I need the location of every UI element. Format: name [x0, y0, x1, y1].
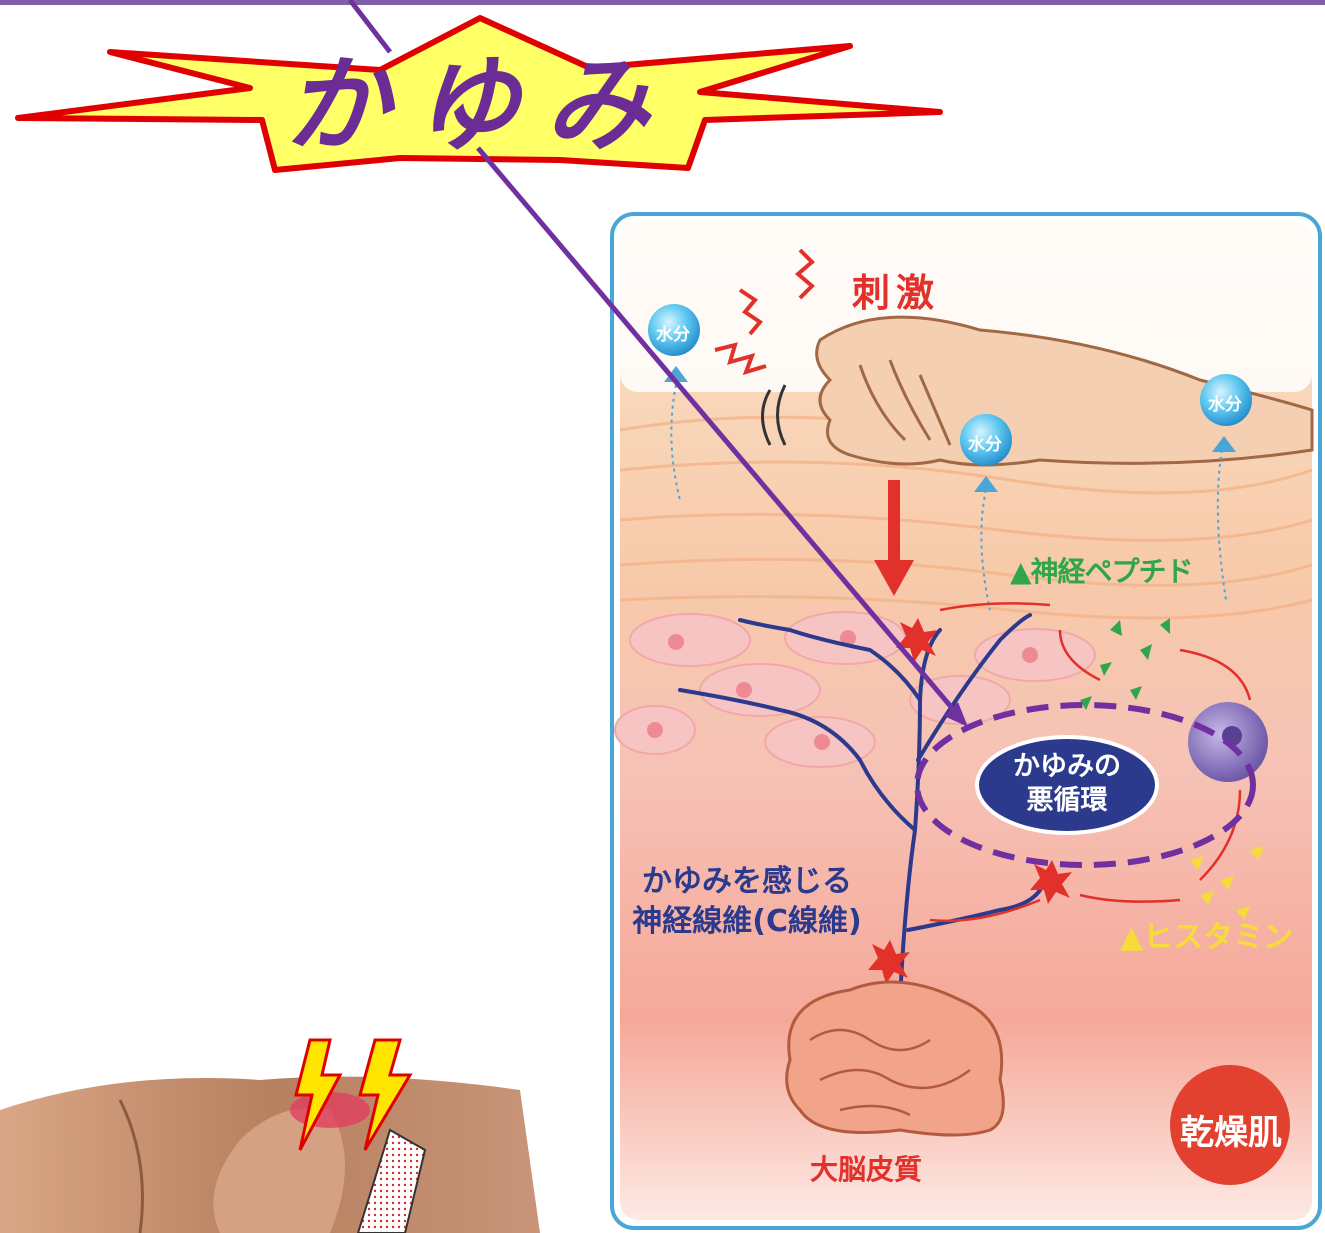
vicious-cycle-line1: かゆみの: [1013, 751, 1121, 782]
stimulus-label: 刺激: [852, 271, 941, 315]
vicious-cycle-label: かゆみの 悪循環: [978, 750, 1156, 818]
histamine-label: ▲ヒスタミン: [1120, 920, 1294, 955]
vicious-cycle-line2: 悪循環: [1026, 785, 1108, 816]
water-label: 水分: [656, 325, 690, 345]
neuropeptide-label: ▲神経ペプチド: [1010, 555, 1194, 588]
cerebral-cortex-label: 大脳皮質: [810, 1153, 923, 1186]
water-label: 水分: [968, 435, 1002, 455]
itch-starburst: [15, 15, 943, 173]
dry-skin-label: 乾燥肌: [1180, 1113, 1282, 1153]
water-label: 水分: [1208, 395, 1242, 415]
pointer-arrow: [476, 146, 960, 717]
scratching-hand-icon: [815, 315, 1314, 467]
brain-icon: [785, 980, 1005, 1137]
skin-diagram-panel: [610, 212, 1322, 1230]
itchy-leg-photo: [0, 1038, 540, 1233]
top-rule: [0, 0, 1325, 5]
itch-title: かゆみ: [284, 42, 675, 166]
nerve-fiber-line2: 神経線維(C線維): [632, 904, 862, 939]
pointer-line: [348, 0, 392, 54]
lightning-icon: [294, 1038, 413, 1151]
cycle-highlight: [914, 702, 1256, 868]
nerve-fiber-line1: かゆみを感じる: [642, 864, 852, 899]
nerve-fiber-label: かゆみを感じる 神経線維(C線維): [612, 862, 882, 942]
water-droplet-icon: [648, 304, 1252, 466]
